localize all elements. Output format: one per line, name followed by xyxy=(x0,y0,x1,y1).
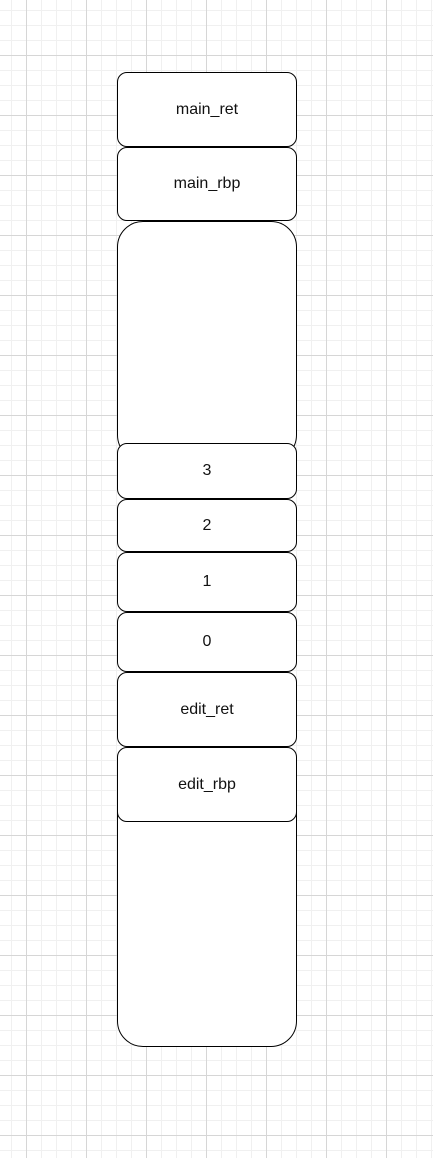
stack-cell-label: 3 xyxy=(202,462,212,479)
stack-cell-label: edit_rbp xyxy=(178,775,236,793)
stack-cell-2[interactable]: 2 xyxy=(117,499,297,552)
stack-cell-3[interactable]: 3 xyxy=(117,443,297,499)
stack-cell-label: main_ret xyxy=(175,100,239,118)
stack-cell-main-rbp[interactable]: main_rbp xyxy=(117,147,297,221)
stack-cell-label: main_rbp xyxy=(173,175,241,192)
stack-cell-label: edit_ret xyxy=(180,700,234,718)
stack-cell-edit-ret[interactable]: edit_ret xyxy=(117,672,297,747)
stack-cell-label: 0 xyxy=(202,633,212,650)
stack-cell-1[interactable]: 1 xyxy=(117,552,297,612)
stack-frame-local-region[interactable] xyxy=(117,221,297,461)
stack-cell-main-ret[interactable]: main_ret xyxy=(117,72,297,147)
stack-cell-label: 1 xyxy=(202,573,212,590)
stack-cell-edit-rbp[interactable]: edit_rbp xyxy=(117,747,297,822)
stack-cell-label: 2 xyxy=(202,516,212,534)
stack-cell-0[interactable]: 0 xyxy=(117,612,297,672)
